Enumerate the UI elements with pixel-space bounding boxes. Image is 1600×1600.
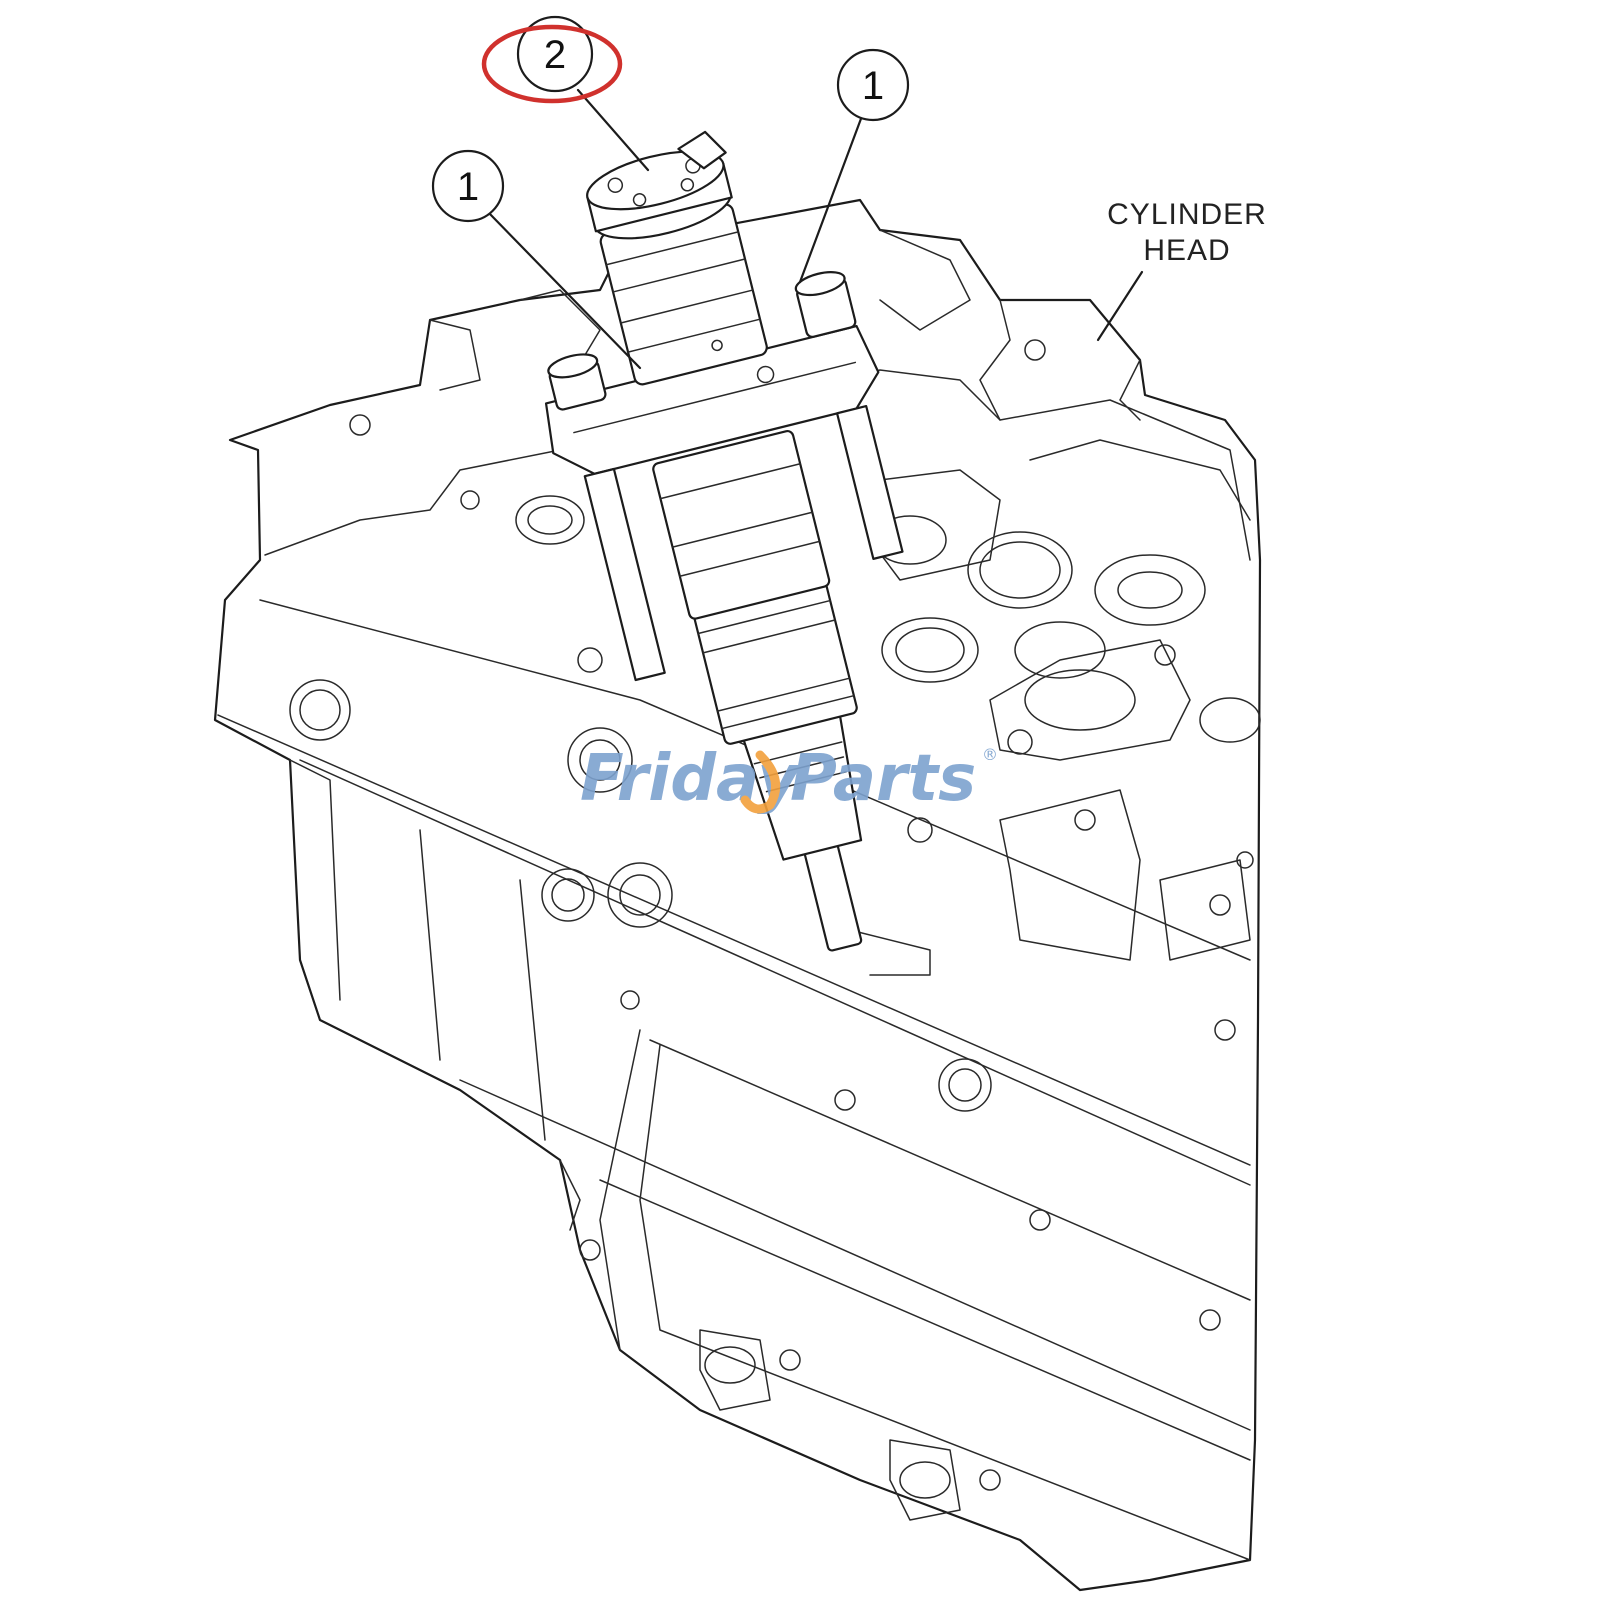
- cylinder-head: [213, 198, 1262, 1592]
- callout-group: 2 1 1: [431, 15, 910, 370]
- callout-1-left-leader: [486, 210, 642, 370]
- watermark-logo: Friday Parts ®: [580, 742, 998, 816]
- callout-1-right-number: 1: [862, 64, 884, 108]
- cylinder-head-label-line1: CYLINDER: [1107, 198, 1267, 231]
- cylinder-head-leader: [1096, 270, 1144, 342]
- callout-2-highlight-ring: [481, 24, 623, 104]
- callout-1-left-number: 1: [457, 165, 479, 209]
- callout-2-leader: [576, 88, 650, 172]
- callout-2-number: 2: [544, 33, 566, 77]
- watermark-registered: ®: [982, 745, 998, 764]
- callout-1-right-leader: [798, 114, 864, 284]
- watermark-parts: Parts: [790, 742, 976, 816]
- watermark-swoosh-icon: [740, 750, 781, 814]
- callout-1-right: 1: [836, 48, 910, 122]
- callout-2: 2: [481, 15, 623, 104]
- fuel-injector: [544, 130, 904, 952]
- cylinder-head-label: CYLINDER HEAD: [1096, 198, 1267, 342]
- callout-1-left: 1: [431, 149, 505, 223]
- cylinder-head-label-line2: HEAD: [1143, 234, 1230, 267]
